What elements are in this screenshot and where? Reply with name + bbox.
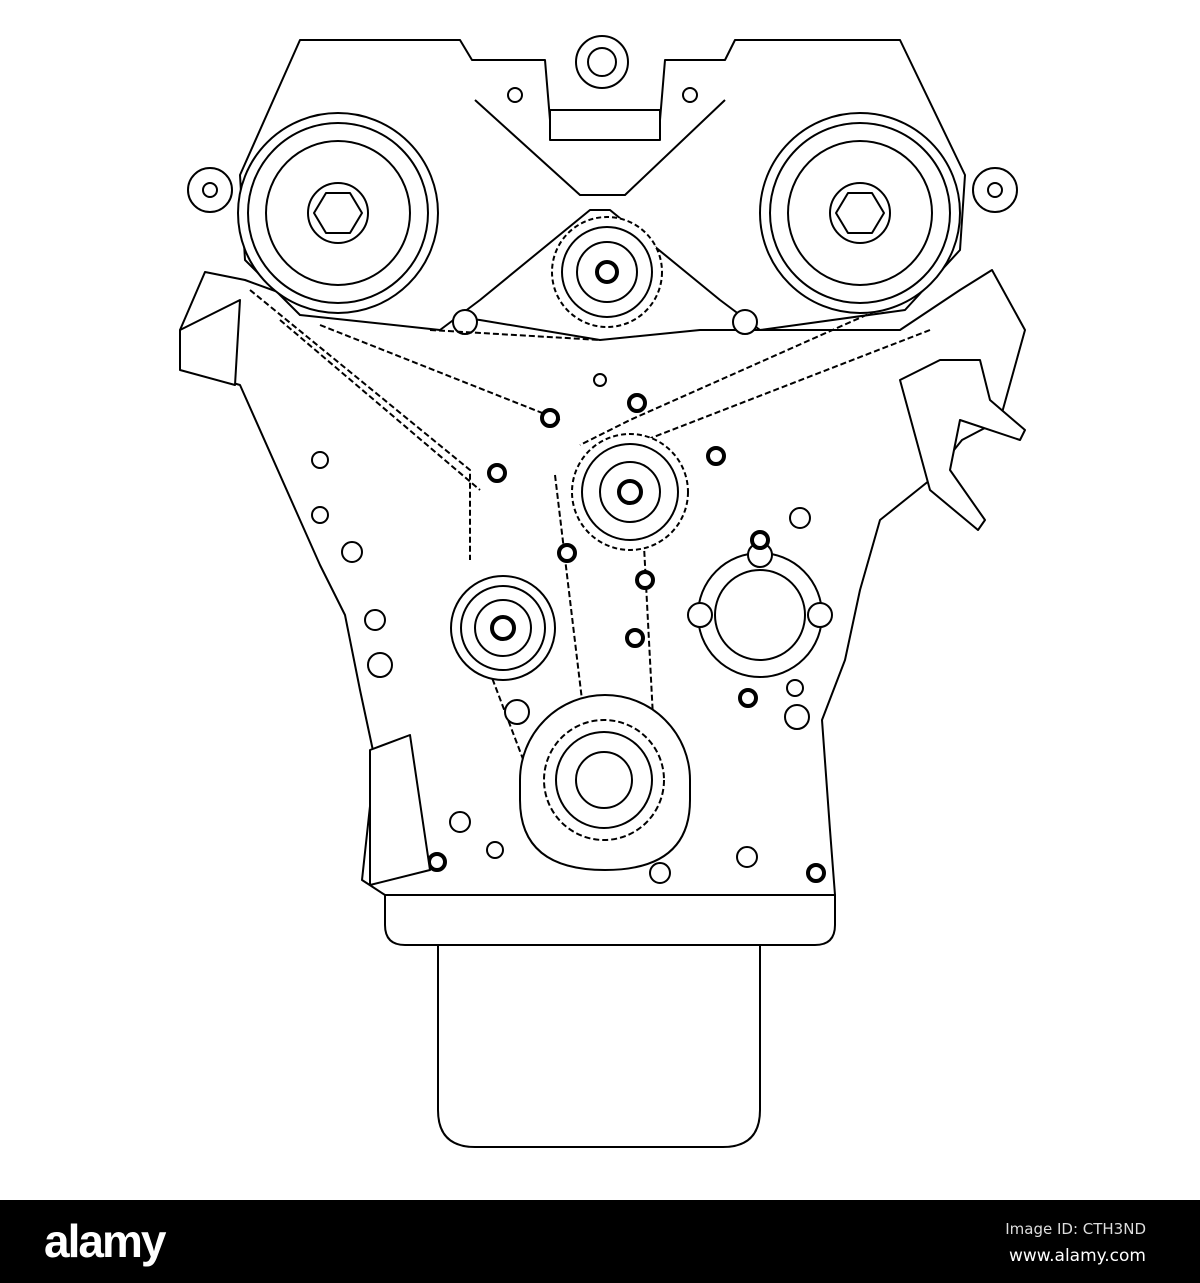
left-bracket — [179, 299, 241, 386]
engine-illustration — [179, 35, 1026, 1148]
mounting-tabs — [187, 87, 1018, 335]
v-recess — [474, 99, 726, 196]
right-bracket — [899, 359, 1026, 531]
watermark-bar: alamy Image ID: CTH3ND www.alamy.com — [0, 1200, 1200, 1283]
timing-belt — [249, 289, 931, 851]
left-cam-pulley — [237, 112, 439, 314]
oil-pan — [437, 944, 761, 1148]
oil-pan-flange — [384, 894, 836, 946]
engine-block — [179, 269, 1026, 896]
right-cam-pulley — [759, 112, 961, 314]
water-pump — [687, 542, 833, 678]
lower-idler — [450, 575, 556, 681]
left-lower-bracket — [369, 734, 431, 886]
image-id: Image ID: CTH3ND — [1005, 1220, 1146, 1238]
crank-gear — [519, 694, 691, 871]
upper-idler — [551, 216, 663, 328]
tensioner-pulley — [571, 433, 689, 551]
alamy-logo: alamy — [44, 1215, 166, 1267]
website-link: www.alamy.com — [1008, 1246, 1146, 1266]
thermostat-housing — [549, 109, 661, 141]
